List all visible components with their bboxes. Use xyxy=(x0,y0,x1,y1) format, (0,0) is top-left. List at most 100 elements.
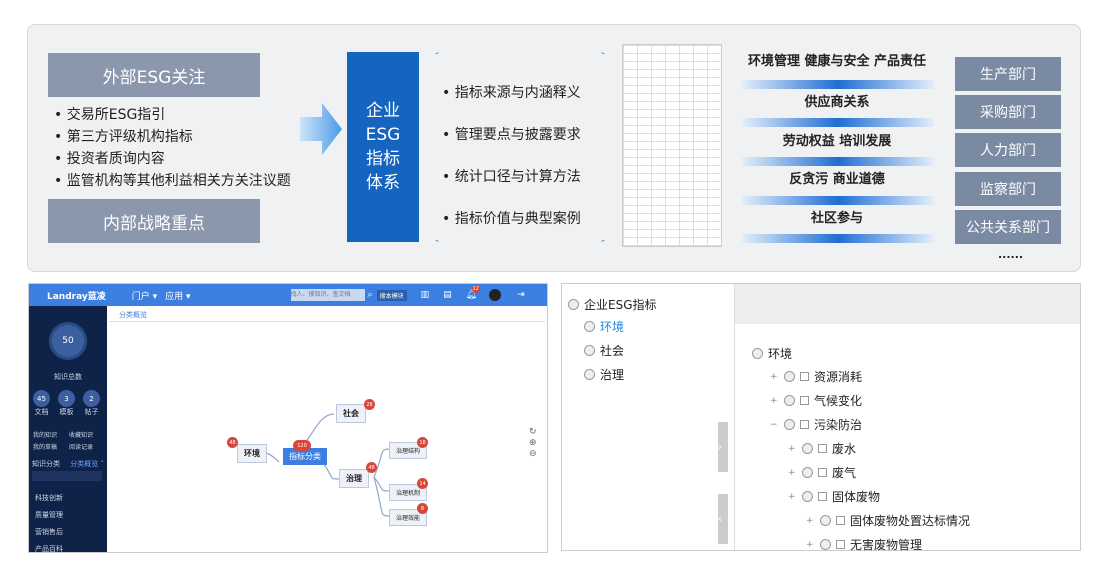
checkbox[interactable] xyxy=(800,372,809,381)
more-ellipsis: ...... xyxy=(998,248,1024,261)
breadcrumb: 分类概览 xyxy=(119,311,147,319)
checkbox[interactable] xyxy=(836,516,845,525)
category-title: 知识分类 xyxy=(32,460,60,468)
tree-item-social[interactable]: 社会 xyxy=(600,344,625,358)
flow-arrow xyxy=(742,80,934,89)
department: 监察部门 xyxy=(955,172,1061,206)
internal-focus-box: 内部战略重点 xyxy=(48,199,260,243)
divider xyxy=(109,321,545,322)
department: 生产部门 xyxy=(955,57,1061,91)
checkbox[interactable] xyxy=(836,540,845,549)
tree-node[interactable]: +气候变化 xyxy=(770,392,862,409)
building-icon[interactable]: ▥ xyxy=(420,290,430,300)
link-drafts[interactable]: 我的草稿 xyxy=(33,444,58,451)
chart-icon[interactable]: ▤ xyxy=(443,290,452,300)
category-search-input[interactable] xyxy=(32,471,102,481)
toggle-icon[interactable]: + xyxy=(770,371,778,382)
checkbox[interactable] xyxy=(800,396,809,405)
checkbox[interactable] xyxy=(818,492,827,501)
category-item[interactable]: 营销售后 xyxy=(35,528,63,536)
flow-arrow xyxy=(742,234,934,243)
search-icon[interactable]: ⌕ xyxy=(367,290,373,300)
core-line: 企业 xyxy=(366,101,400,121)
flow-arrow xyxy=(742,157,934,166)
logout-icon[interactable]: ⇥ xyxy=(517,290,525,300)
checkbox[interactable] xyxy=(818,468,827,477)
point: 指标价值与典型案例 xyxy=(442,198,581,240)
search-module-button[interactable]: 搜本模块 xyxy=(376,289,407,301)
toggle-icon[interactable]: + xyxy=(788,467,796,478)
tree-node[interactable]: +固体废物处置达标情况 xyxy=(806,512,970,529)
tree-root[interactable]: 企业ESG指标 xyxy=(584,298,657,312)
tree-right-root[interactable]: 环境 xyxy=(768,347,793,361)
checkbox[interactable] xyxy=(818,444,827,453)
category-overview-link[interactable]: 分类概览 ˄ xyxy=(70,460,104,468)
category-item[interactable]: 产品百科 xyxy=(35,545,63,553)
flow-arrow xyxy=(742,196,934,205)
mindmap-node-environment[interactable]: 环境 xyxy=(237,444,267,463)
count-badge: 14 xyxy=(417,478,428,489)
collapse-handle[interactable]: ‹ xyxy=(718,494,728,544)
tree-node[interactable]: +废水 xyxy=(788,440,856,457)
node-icon xyxy=(784,419,795,430)
app-header: Landray蓝凌 门户 ▾ 应用 ▾ ⌕ 搜本模块 ▥ ▤ 🔔︎12 ⇥ xyxy=(29,284,547,306)
mindmap-node-sub[interactable]: 治理机制 xyxy=(389,484,428,501)
toggle-icon[interactable]: − xyxy=(770,419,778,430)
zoom-in-icon[interactable]: ⊕ xyxy=(529,438,537,448)
external-item: 交易所ESG指引 xyxy=(54,104,291,126)
node-icon xyxy=(752,348,763,359)
core-line: 指标 xyxy=(366,149,400,169)
external-focus-box: 外部ESG关注 xyxy=(48,53,260,97)
zoom-out-icon[interactable]: ⊖ xyxy=(529,449,537,459)
category-item[interactable]: 质量管理 xyxy=(35,511,63,519)
mindmap-center-node[interactable]: 指标分类 xyxy=(283,448,327,465)
link-favorites[interactable]: 收藏知识 xyxy=(69,432,94,439)
core-line: ESG xyxy=(365,125,401,145)
search-input[interactable] xyxy=(290,289,365,301)
expand-handle[interactable]: › xyxy=(718,422,728,472)
toggle-icon[interactable]: + xyxy=(770,395,778,406)
tree-item-environment[interactable]: 环境 xyxy=(600,320,625,334)
toggle-icon[interactable]: + xyxy=(806,515,814,526)
flow-label: 社区参与 xyxy=(810,211,863,226)
tree-node[interactable]: +废气 xyxy=(788,464,856,481)
external-item: 投资者质询内容 xyxy=(54,148,291,170)
refresh-icon[interactable]: ↻ xyxy=(529,427,537,437)
bell-icon[interactable]: 🔔︎12 xyxy=(465,285,480,300)
tree-node[interactable]: −污染防治 xyxy=(770,416,862,433)
point: 管理要点与披露要求 xyxy=(442,114,581,156)
tree-item-governance[interactable]: 治理 xyxy=(600,368,625,382)
avatar[interactable] xyxy=(489,289,502,301)
count-badge: 8 xyxy=(417,503,428,514)
department: 公共关系部门 xyxy=(955,210,1061,244)
tree-node[interactable]: +固体废物 xyxy=(788,488,880,505)
category-item[interactable]: 科技创新 xyxy=(35,494,63,502)
point: 指标来源与内涵释义 xyxy=(442,72,581,114)
mindmap-node-sub[interactable]: 治理效能 xyxy=(389,509,428,526)
mindmap-node-governance[interactable]: 治理 xyxy=(339,469,369,488)
index-points: 指标来源与内涵释义 管理要点与披露要求 统计口径与计算方法 指标价值与典型案例 xyxy=(442,72,581,240)
node-icon xyxy=(584,321,595,332)
node-icon xyxy=(568,299,579,310)
stat-templates[interactable]: 3 xyxy=(58,390,75,407)
stat-label: 文档 xyxy=(34,408,49,416)
esg-index-system: 企业 ESG 指标 体系 xyxy=(347,52,419,242)
toggle-icon[interactable]: + xyxy=(788,491,796,502)
mindmap-node-social[interactable]: 社会 xyxy=(336,404,366,423)
nav-apps[interactable]: 应用 ▾ xyxy=(165,291,191,302)
stat-label: 模板 xyxy=(59,408,74,416)
tree-node[interactable]: +资源消耗 xyxy=(770,368,862,385)
stat-docs[interactable]: 45 xyxy=(33,390,50,407)
tree-node[interactable]: +无害废物管理 xyxy=(806,536,922,553)
count-badge: 120 xyxy=(293,440,311,451)
checkbox[interactable] xyxy=(800,420,809,429)
link-reading-history[interactable]: 阅读记录 xyxy=(69,444,94,451)
stat-posts[interactable]: 2 xyxy=(83,390,100,407)
nav-portal[interactable]: 门户 ▾ xyxy=(131,291,158,302)
link-my-knowledge[interactable]: 我的知识 xyxy=(33,432,58,439)
core-line: 体系 xyxy=(366,173,400,193)
toggle-icon[interactable]: + xyxy=(788,443,796,454)
notification-badge: 12 xyxy=(471,285,480,293)
node-icon xyxy=(784,395,795,406)
toggle-icon[interactable]: + xyxy=(806,539,814,550)
